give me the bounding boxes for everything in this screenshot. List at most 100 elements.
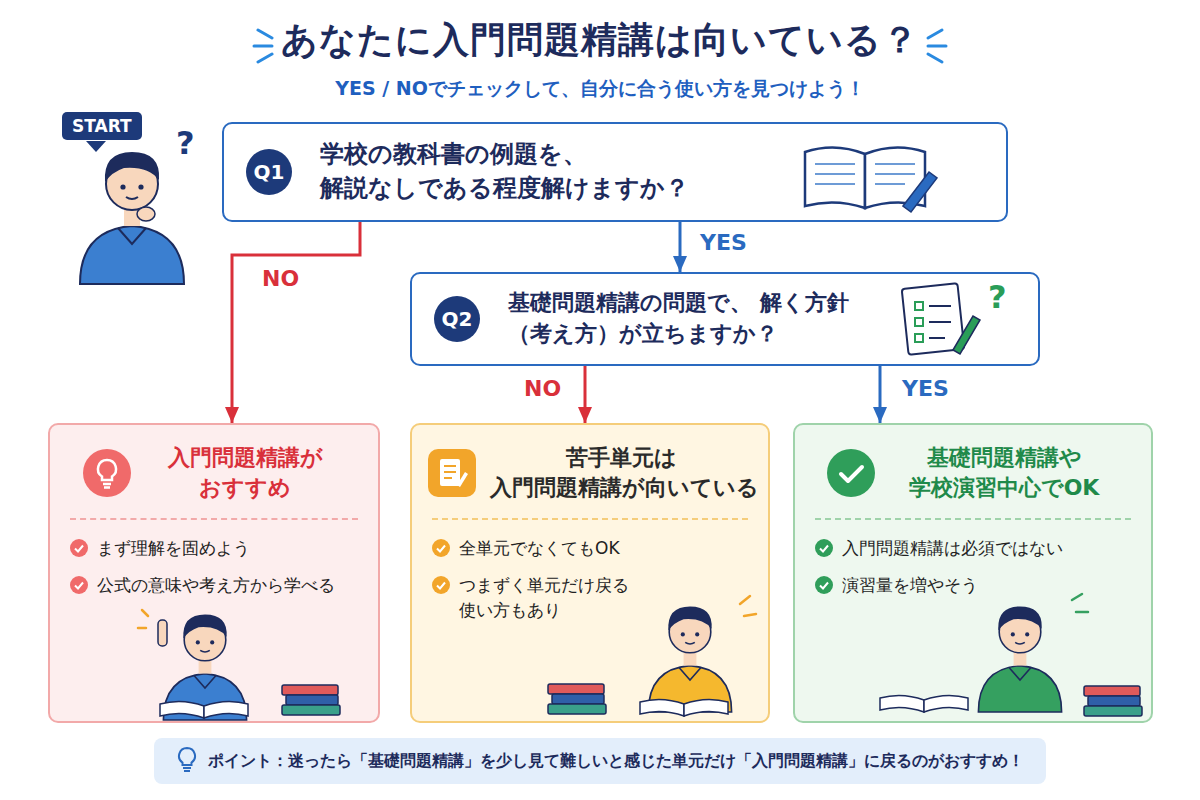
result-header: 苦手単元は 入門問題精講が向いている xyxy=(432,443,748,520)
result-icon xyxy=(440,459,460,486)
orange-student-illustration xyxy=(648,606,731,712)
book-icon xyxy=(815,164,915,184)
check-item: まず理解を固めよう xyxy=(70,536,358,561)
result-icon xyxy=(428,449,476,497)
result-icon xyxy=(103,484,111,488)
check-mark xyxy=(70,573,88,594)
flow-arrow xyxy=(679,222,682,272)
check-mark xyxy=(815,539,833,557)
check-mark xyxy=(437,583,445,589)
result-icon xyxy=(428,449,476,497)
check-mark xyxy=(75,583,83,589)
question-number: Q2 xyxy=(434,296,480,342)
result-icon xyxy=(827,449,875,497)
point-icon xyxy=(176,746,198,776)
start-label: START xyxy=(72,116,132,136)
result-icon xyxy=(83,449,131,497)
check-mark xyxy=(70,539,88,557)
check-mark xyxy=(70,536,88,557)
check-mark xyxy=(815,539,833,557)
check-mark xyxy=(820,546,828,552)
result-box: 入門問題精講が おすすめまず理解を固めよう公式の意味や考え方から学べる xyxy=(48,423,380,723)
result-icon xyxy=(98,460,116,480)
point-icon xyxy=(179,748,195,765)
check-item-text: まず理解を固めよう xyxy=(97,536,250,561)
result-icon xyxy=(827,449,875,497)
result-header: 入門問題精講が おすすめ xyxy=(70,443,358,520)
check-mark xyxy=(432,539,450,557)
start-tag: START xyxy=(62,112,142,140)
check-item: 全単元でなくてもOK xyxy=(432,536,748,561)
result-icon xyxy=(83,449,131,497)
check-mark xyxy=(75,546,83,552)
green-student-illustration xyxy=(880,695,968,712)
orange-student-illustration xyxy=(548,684,606,714)
red-student-illustration xyxy=(138,610,340,720)
question-mark: ? xyxy=(988,278,1007,316)
check-mark xyxy=(437,546,445,552)
check-mark xyxy=(432,539,450,557)
result-icon xyxy=(444,466,456,478)
check-mark xyxy=(815,576,833,594)
red-student-illustration xyxy=(160,701,248,718)
flow-arrow xyxy=(879,366,882,423)
edge-label: NO xyxy=(258,266,303,291)
red-student-illustration xyxy=(163,614,246,720)
point-icon xyxy=(176,746,198,772)
red-student-illustration xyxy=(138,610,148,628)
check-mark xyxy=(815,576,833,594)
result-list: 全単元でなくてもOK つまずく単元だけ戻る 使い方もあり xyxy=(432,536,748,622)
result-heading: 基礎問題精講や 学校演習中心でOK xyxy=(889,443,1119,502)
green-student-illustration xyxy=(978,606,1061,712)
result-heading: 苦手単元は 入門問題精講が向いている xyxy=(490,443,752,502)
clipboard-icon xyxy=(915,302,923,342)
book-icon xyxy=(805,147,865,208)
book-icon xyxy=(903,172,937,212)
orange-student-illustration xyxy=(640,699,728,716)
green-student-illustration xyxy=(1072,594,1088,612)
question-box: Q2基礎問題精講の問題で、 解く方針（考え方）が立ちますか？ xyxy=(410,272,1040,366)
thinking-student xyxy=(137,207,155,221)
red-student-illustration xyxy=(282,685,340,715)
green-student-illustration xyxy=(880,594,1142,716)
check-mark xyxy=(70,576,88,594)
result-icon xyxy=(428,449,476,497)
red-student-illustration xyxy=(158,620,167,646)
start-tail xyxy=(86,141,106,152)
question-number: Q1 xyxy=(246,149,292,195)
check-mark xyxy=(70,539,88,557)
clipboard-icon xyxy=(953,316,980,354)
subtitle-text: YES / NOでチェックして、自分に合う使い方を見つけよう！ xyxy=(0,76,1200,102)
green-student-illustration xyxy=(1084,686,1142,716)
check-item-text: つまずく単元だけ戻る 使い方もあり xyxy=(459,573,669,622)
check-item: つまずく単元だけ戻る 使い方もあり xyxy=(432,573,748,622)
title-text: あなたに入門問題精講は向いている？ xyxy=(0,16,1200,65)
edge-label: YES xyxy=(898,376,953,401)
title-accent xyxy=(254,30,272,62)
result-icon xyxy=(841,467,862,481)
point-icon xyxy=(183,768,191,771)
check-item-text: 演習量を増やそう xyxy=(842,573,978,598)
result-box: 苦手単元は 入門問題精講が向いている全単元でなくてもOK つまずく単元だけ戻る 使… xyxy=(410,423,770,723)
question-mark: ? xyxy=(176,124,195,162)
thinking-student xyxy=(80,152,184,284)
result-list: 入門問題精講は必須ではない演習量を増やそう xyxy=(815,536,1131,597)
question-text: 学校の教科書の例題を、 解説なしである程度解けますか？ xyxy=(320,138,740,205)
check-item-text: 全単元でなくてもOK xyxy=(459,536,620,561)
book-icon xyxy=(805,147,937,212)
check-mark xyxy=(432,576,450,594)
edge-label: YES xyxy=(696,230,751,255)
point-band: ポイント：迷ったら「基礎問題精講」を少し見て難しいと感じた単元だけ「入門問題精講… xyxy=(154,738,1046,784)
check-mark xyxy=(432,536,450,557)
check-mark xyxy=(815,536,833,557)
result-box: 基礎問題精講や 学校演習中心でOK 入門問題精講は必須ではない演習量を増やそう xyxy=(793,423,1153,723)
orange-student-illustration xyxy=(740,596,756,616)
clipboard-icon xyxy=(929,306,951,338)
edge-label: NO xyxy=(520,376,565,401)
check-item-text: 入門問題精講は必須ではない xyxy=(842,536,1063,561)
result-heading: 入門問題精講が おすすめ xyxy=(145,443,345,502)
check-mark xyxy=(432,576,450,594)
question-box: Q1 学校の教科書の例題を、 解説なしである程度解けますか？ xyxy=(222,122,1008,222)
